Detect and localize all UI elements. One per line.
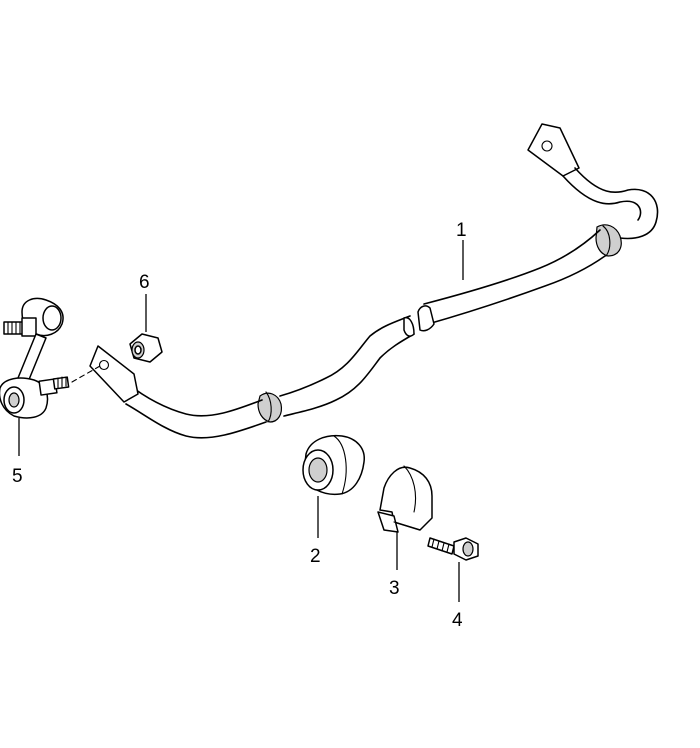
callout-label-4: 4 [452, 610, 463, 631]
nut [129, 333, 163, 363]
callout-5: 5 [12, 418, 23, 487]
mounting-bracket [377, 465, 433, 533]
callout-2: 2 [310, 496, 321, 567]
callout-label-3: 3 [389, 578, 400, 599]
callout-label-6: 6 [139, 272, 150, 293]
callout-6: 6 [139, 272, 150, 332]
hex-bolt [427, 537, 479, 561]
stabilizer-bar [89, 123, 659, 439]
callout-label-5: 5 [12, 466, 23, 487]
callout-3: 3 [389, 532, 400, 599]
callout-label-2: 2 [310, 546, 321, 567]
callout-label-1: 1 [456, 220, 467, 241]
callout-4: 4 [452, 562, 463, 631]
coupling-rod [0, 297, 101, 419]
callout-1: 1 [456, 220, 467, 280]
rubber-bushing [302, 434, 365, 496]
